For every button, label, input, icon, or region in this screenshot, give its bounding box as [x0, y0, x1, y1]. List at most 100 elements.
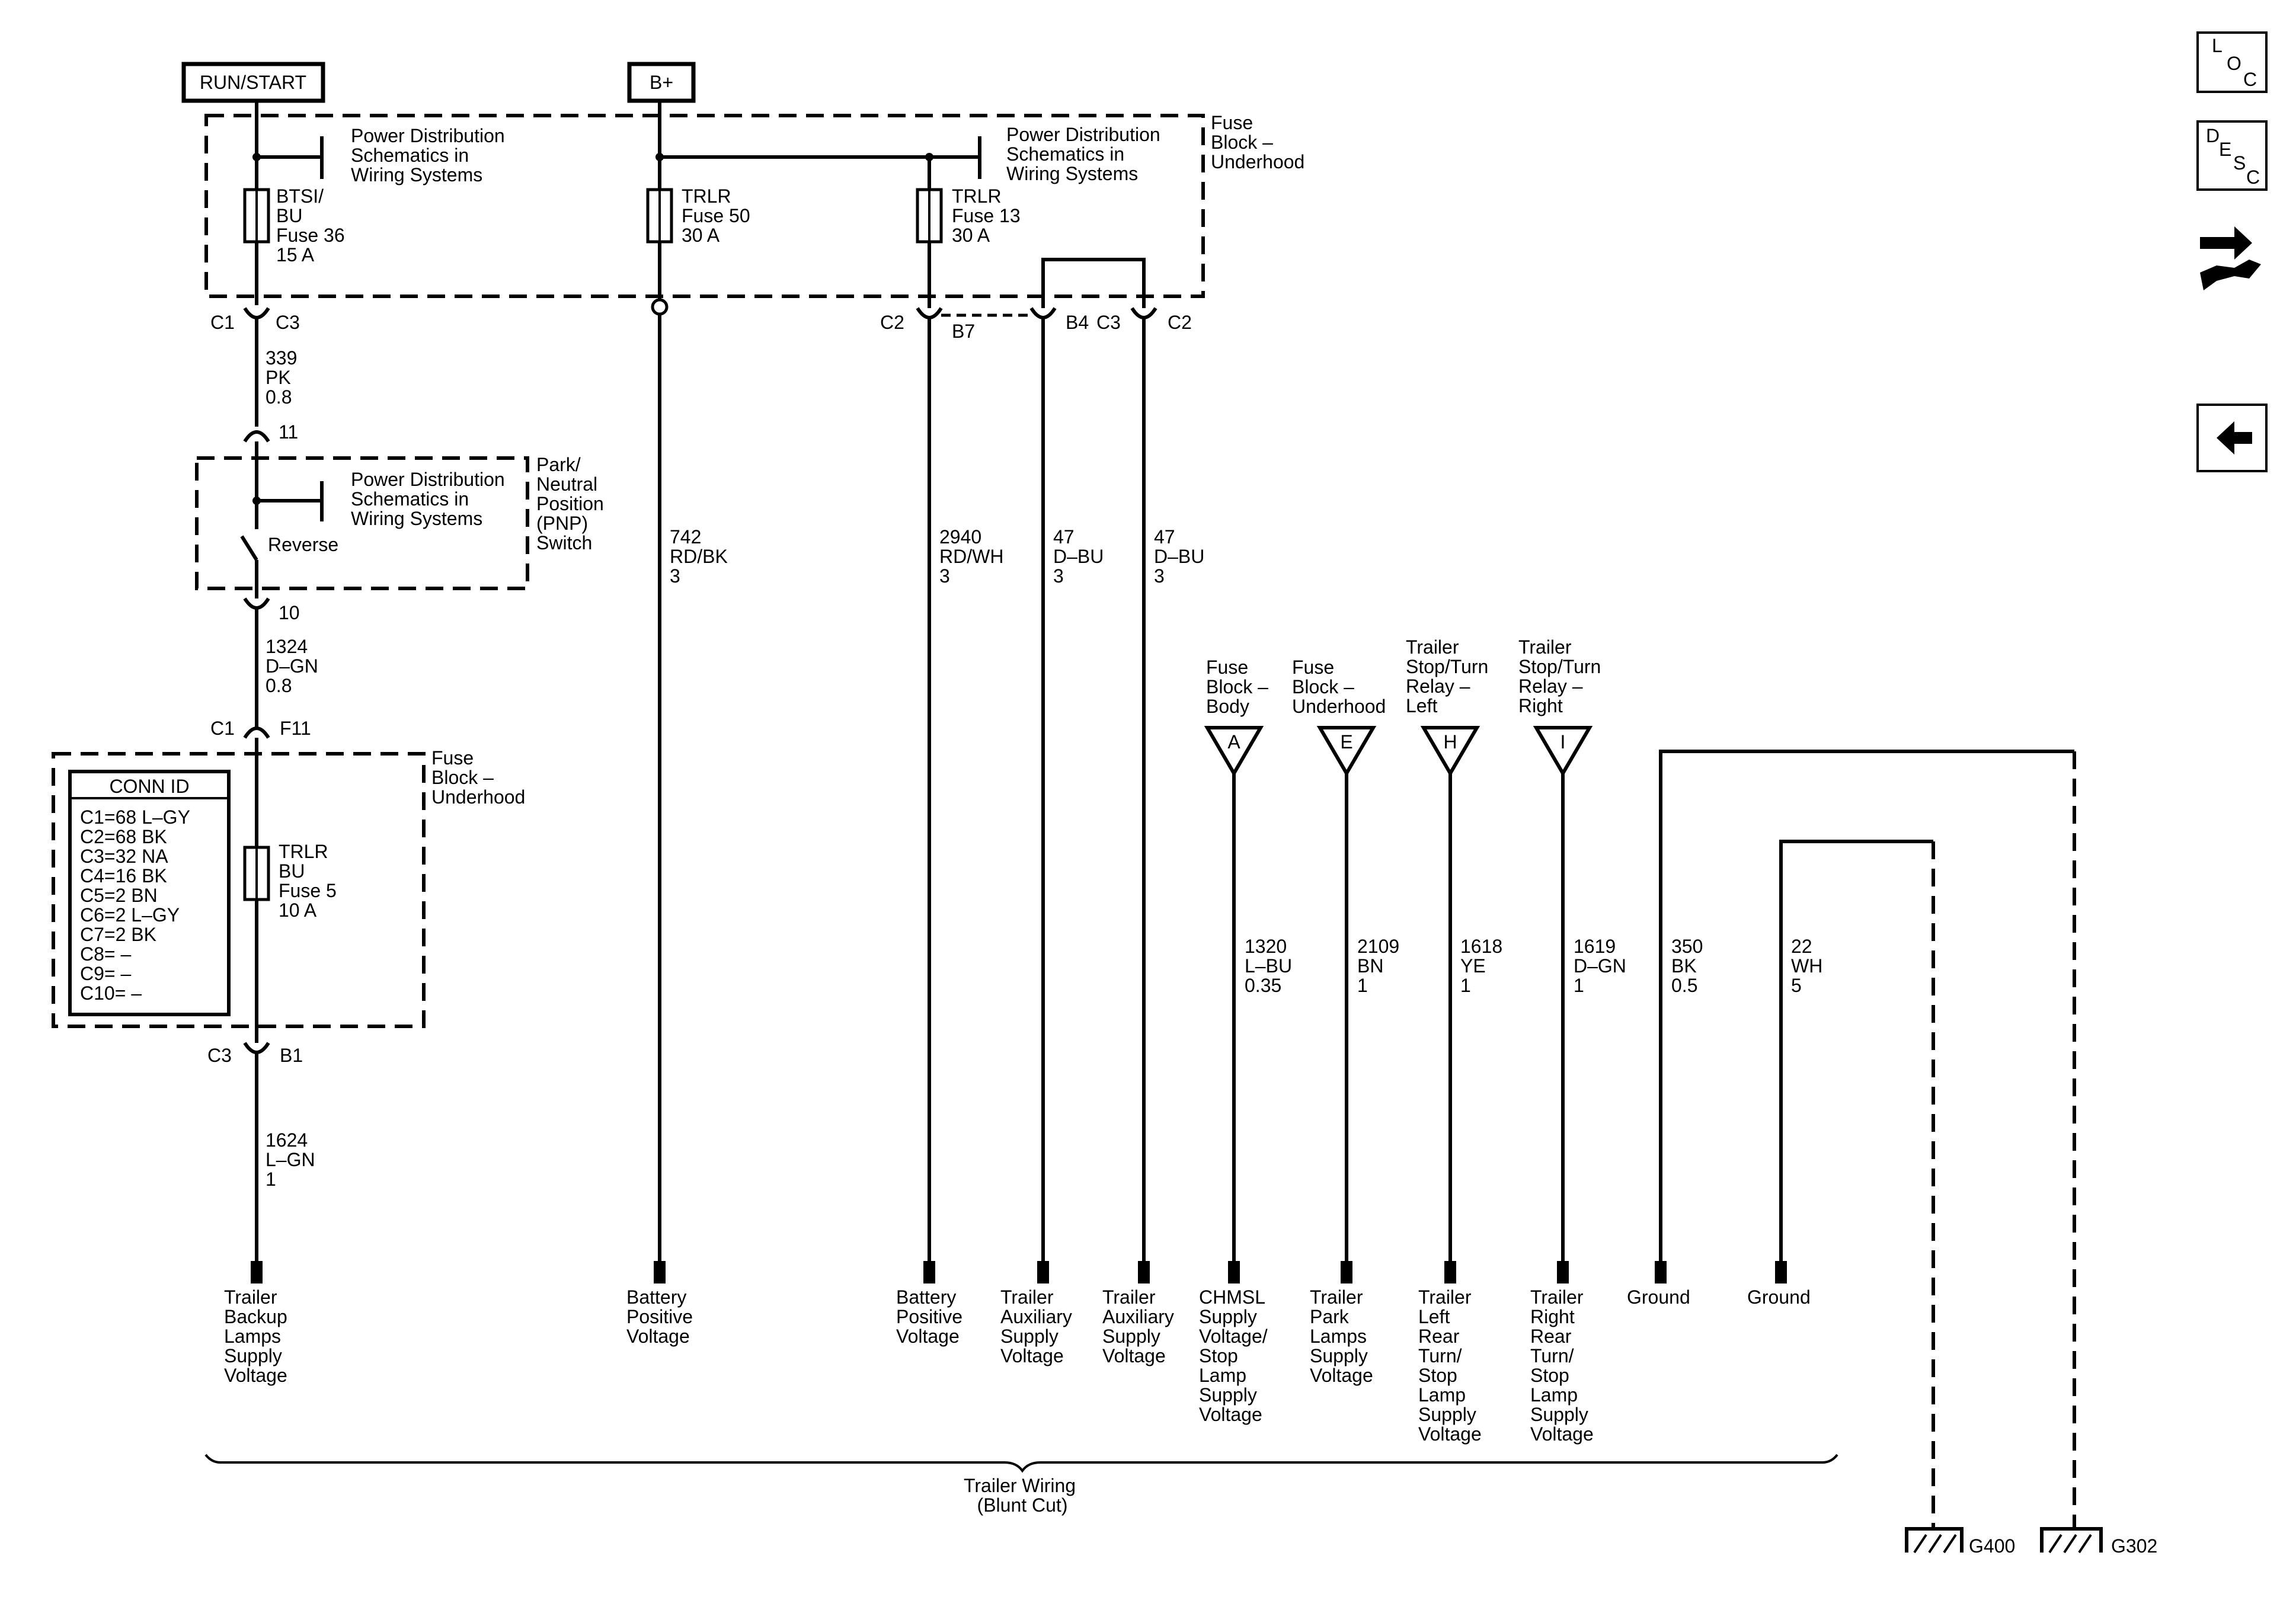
wire-1624-label: 1624 L–GN 1 [266, 1129, 320, 1190]
fuse-5-label: TRLR BU Fuse 5 10 A [279, 841, 342, 921]
pin-11-label: 11 [279, 421, 298, 443]
terminal-auxiliary-2: Trailer Auxiliary Supply Voltage [1102, 1286, 1179, 1366]
svg-text:Fuse Block – Under: Fuse Block – Underhood [1292, 657, 1386, 717]
terminal-pins [251, 1261, 1787, 1283]
terminal-battery-positive-2: Battery Positive Voltage [896, 1286, 968, 1347]
wire-1320-label: 1320 L–BU 0.35 [1245, 936, 1297, 996]
connector-c1-c3 [243, 307, 270, 319]
offpage-connector-h[interactable]: Trailer Stop/Turn Relay – Left H [1406, 636, 1494, 777]
fuse-36-label: BTSI/ BU Fuse 36 15 A [276, 185, 350, 265]
reverse-label: Reverse [268, 534, 338, 555]
jumper-b4-c2 [1041, 258, 1146, 308]
back-arrow-icon [2217, 421, 2252, 454]
run-start-source: RUN/START [181, 62, 325, 103]
terminal-park-lamps: Trailer Park Lamps Supply Voltage [1310, 1286, 1373, 1386]
connector-c3-b1-label: C3 [207, 1045, 232, 1066]
wire-350-label: 350 BK 0.5 [1671, 936, 1708, 996]
fuse-block-underhood-top [204, 114, 1205, 298]
terminal-backup-lamps: Trailer Backup Lamps Supply Voltage [224, 1286, 293, 1386]
wire-350 [1659, 750, 2074, 1262]
wire-22-label: 22 WH 5 [1791, 936, 1828, 996]
connector-c3-c2 [1130, 307, 1157, 319]
desc-button-frame [2196, 120, 2268, 191]
wire-1619-label: 1619 D–GN 1 [1574, 936, 1632, 996]
svg-text:Fuse Block – Body: Fuse Block – Body [1206, 657, 1274, 717]
loc-button-frame [2196, 31, 2268, 93]
connector-f11-label: F11 [280, 718, 311, 739]
ref-power-distribution-right: Power Distribution Schematics in Wiring … [1006, 124, 1166, 184]
terminal-left-rear-turn: Trailer Left Rear Turn/ Stop Lamp Supply… [1418, 1286, 1482, 1445]
connector-b7-label: B7 [952, 321, 975, 342]
desc-letter-c: C [2246, 167, 2260, 188]
conn-id-list: C1=68 L–GY C2=68 BK C3=32 NA C4=16 BK C5… [80, 806, 195, 1004]
wire-2940-label: 2940 RD/WH 3 [939, 526, 1009, 587]
wire-1324-label: 1324 D–GN 0.8 [266, 636, 324, 696]
svg-text:Trailer Stop/Turn: Trailer Stop/Turn Relay – Left [1406, 636, 1494, 716]
connector-b1-label: B1 [280, 1045, 303, 1066]
ground-g302: G302 [2040, 1527, 2157, 1557]
loc-button[interactable]: L O C [2196, 31, 2268, 93]
reverse-switch-contact [240, 535, 258, 561]
ref-power-distribution-left: Power Distribution Schematics in Wiring … [351, 125, 510, 185]
wire-2109-label: 2109 BN 1 [1357, 936, 1405, 996]
connector-b-plus-splice [651, 298, 669, 316]
conn-id-table [68, 770, 231, 1016]
terminal-ground-1: Ground [1627, 1286, 1690, 1308]
connector-c1-f11 [243, 726, 270, 739]
connector-c2-label: C2 [880, 312, 904, 333]
fuse-block-top-label: Fuse Block – Underhood [1211, 112, 1304, 172]
connector-pin-10 [243, 597, 270, 610]
run-start-label: RUN/START [200, 72, 306, 93]
fuse-block-underhood-lower [52, 752, 426, 1028]
connector-c3-b1 [243, 1042, 270, 1054]
connector-c2-right-label: C2 [1168, 312, 1192, 333]
pnp-switch-box [195, 456, 529, 590]
loc-letter-l: L [2212, 35, 2223, 56]
svg-text:H: H [1443, 731, 1457, 753]
pnp-ref-power-distribution: Power Distribution Schematics in Wiring … [351, 469, 510, 529]
back-button[interactable] [2196, 404, 2268, 472]
offpage-connector-a[interactable]: Fuse Block – Body A [1204, 657, 1274, 777]
loc-letter-c: C [2243, 69, 2257, 90]
connector-c3-label: C3 [276, 312, 300, 333]
wire-1618-label: 1618 YE 1 [1460, 936, 1508, 996]
pin-10-label: 10 [279, 602, 300, 623]
ground-g302-label: G302 [2111, 1535, 2157, 1557]
terminal-chmsl: CHMSL Supply Voltage/ Stop Lamp Supply V… [1199, 1286, 1273, 1425]
ground-g400: G400 [1905, 1527, 2015, 1557]
terminal-battery-positive-1: Battery Positive Voltage [626, 1286, 698, 1347]
svg-text:E: E [1340, 731, 1352, 753]
svg-text:A: A [1227, 731, 1240, 753]
harness-label: Trailer Wiring (Blunt Cut) [964, 1475, 1081, 1516]
connector-c1-label: C1 [210, 312, 235, 333]
desc-letter-e: E [2219, 139, 2231, 160]
fuse-block-lower-label: Fuse Block – Underhood [431, 747, 525, 808]
wire-47-a-label: 47 D–BU 3 [1053, 526, 1109, 587]
back-button-frame [2196, 404, 2268, 472]
ground-g400-label: G400 [1969, 1535, 2015, 1557]
fuse-13-label: TRLR Fuse 13 30 A [952, 185, 1026, 246]
pnp-switch-label: Park/ Neutral Position (PNP) Switch [536, 454, 609, 553]
harness-brace [204, 1454, 1838, 1473]
desc-button[interactable]: D E S C [2196, 120, 2268, 191]
wire-742-label: 742 RD/BK 3 [670, 526, 733, 587]
fuse-50-label: TRLR Fuse 50 30 A [682, 185, 756, 246]
connector-b4 [1029, 307, 1057, 319]
svg-text:Trailer Stop/Turn: Trailer Stop/Turn Relay – Right [1518, 636, 1606, 716]
b-plus-label: B+ [650, 72, 673, 93]
connector-c3b-label: C3 [1096, 312, 1121, 333]
offpage-connector-i[interactable]: Trailer Stop/Turn Relay – Right I [1518, 636, 1606, 777]
terminal-ground-2: Ground [1747, 1286, 1811, 1308]
svg-text:I: I [1560, 731, 1566, 753]
offpage-connector-e[interactable]: Fuse Block – Underhood E [1292, 657, 1386, 777]
connector-pin-11 [243, 430, 270, 443]
wire-47-b-label: 47 D–BU 3 [1154, 526, 1210, 587]
connector-c2-b7 [916, 307, 943, 319]
connector-b4-label: B4 [1066, 312, 1089, 333]
diagnostic-wrench-icon[interactable] [2200, 226, 2261, 290]
loc-letter-o: O [2227, 53, 2241, 74]
desc-letter-s: S [2233, 152, 2246, 174]
desc-letter-d: D [2206, 125, 2220, 146]
wire-339-label: 339 PK 0.8 [266, 347, 302, 408]
